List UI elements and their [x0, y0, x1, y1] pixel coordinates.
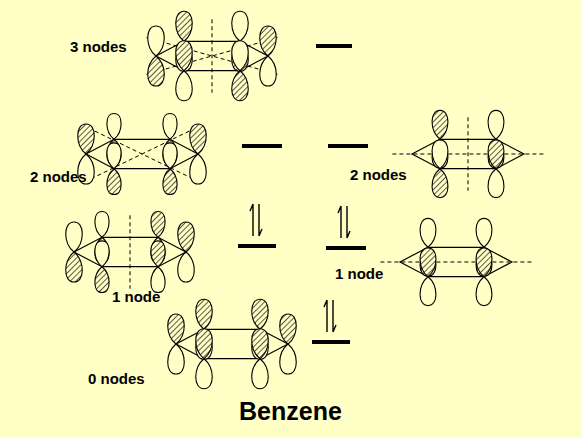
- p-lobe: [476, 277, 492, 306]
- orbital: [66, 211, 195, 292]
- p-lobe: [178, 252, 195, 282]
- p-lobe: [476, 248, 492, 277]
- p-lobe: [252, 329, 269, 359]
- p-lobe: [176, 71, 193, 101]
- node-count-label: 0 nodes: [88, 370, 145, 387]
- p-lobe: [190, 154, 207, 184]
- ring: [86, 139, 198, 168]
- electron-down: [333, 300, 336, 332]
- p-lobe: [196, 299, 213, 329]
- p-lobe: [280, 344, 297, 374]
- p-lobe: [252, 299, 269, 329]
- nodal-plane: [212, 19, 213, 92]
- orbital-drawings: [66, 11, 544, 388]
- p-lobe: [432, 169, 448, 198]
- p-lobe: [163, 113, 177, 139]
- title: Benzene: [239, 397, 342, 426]
- orbital: [392, 110, 543, 197]
- electron-up: [324, 300, 327, 332]
- p-lobe: [476, 218, 492, 247]
- p-lobe: [432, 110, 448, 139]
- p-lobe: [488, 139, 504, 168]
- p-lobe: [488, 110, 504, 139]
- p-lobe: [432, 139, 448, 168]
- p-lobe: [163, 169, 177, 195]
- ring: [156, 41, 268, 70]
- p-lobe: [176, 41, 193, 71]
- p-lobe: [232, 71, 249, 101]
- p-lobe: [163, 143, 177, 169]
- ring: [176, 329, 288, 358]
- p-lobe: [95, 211, 109, 237]
- p-lobe: [476, 247, 492, 276]
- nodal-plane: [89, 128, 196, 180]
- orbital: [380, 218, 531, 305]
- nodal-plane: [130, 215, 131, 288]
- p-lobe: [176, 11, 193, 41]
- energy-levels: [238, 46, 368, 342]
- p-lobe: [148, 26, 165, 56]
- p-lobe: [196, 359, 213, 389]
- electron-down: [259, 204, 262, 236]
- p-lobe: [107, 113, 121, 139]
- nodal-plane: [380, 262, 531, 263]
- node-count-label: 1 node: [335, 265, 383, 282]
- p-lobe: [232, 11, 249, 41]
- ring: [74, 237, 186, 266]
- nodal-plane: [147, 38, 278, 75]
- electron-down: [347, 206, 350, 238]
- p-lobe: [488, 169, 504, 198]
- p-lobe: [78, 124, 95, 154]
- orbital: [168, 299, 297, 388]
- p-lobe: [95, 241, 109, 267]
- electron-up: [250, 204, 253, 236]
- p-lobe: [232, 41, 249, 71]
- electron-up: [338, 206, 341, 238]
- p-lobe: [178, 222, 195, 252]
- ring: [412, 139, 524, 168]
- p-lobe: [252, 359, 269, 389]
- p-lobe: [252, 329, 269, 359]
- p-lobe: [260, 26, 277, 56]
- p-lobe: [66, 252, 83, 282]
- orbital: [78, 113, 207, 194]
- node-count-label: 3 nodes: [70, 38, 127, 55]
- orbital: [147, 11, 278, 100]
- p-lobe: [432, 140, 448, 169]
- node-count-label: 2 nodes: [350, 166, 407, 183]
- p-lobe: [176, 41, 193, 71]
- p-lobe: [420, 248, 436, 277]
- p-lobe: [232, 41, 249, 71]
- ring: [400, 247, 512, 276]
- p-lobe: [420, 277, 436, 306]
- p-lobe: [260, 56, 277, 86]
- p-lobe: [151, 241, 165, 267]
- p-lobe: [107, 169, 121, 195]
- p-lobe: [420, 247, 436, 276]
- p-lobe: [95, 267, 109, 293]
- node-count-label: 2 nodes: [30, 168, 87, 185]
- p-lobe: [488, 140, 504, 169]
- p-lobe: [168, 344, 185, 374]
- p-lobe: [420, 218, 436, 247]
- p-lobe: [66, 222, 83, 252]
- p-lobe: [196, 329, 213, 359]
- p-lobe: [280, 314, 297, 344]
- p-lobe: [196, 329, 213, 359]
- p-lobe: [107, 143, 121, 169]
- p-lobe: [148, 56, 165, 86]
- node-count-label: 1 node: [112, 288, 160, 305]
- p-lobe: [190, 124, 207, 154]
- p-lobe: [168, 314, 185, 344]
- nodal-plane: [468, 117, 469, 190]
- p-lobe: [151, 211, 165, 237]
- nodal-plane: [89, 128, 196, 180]
